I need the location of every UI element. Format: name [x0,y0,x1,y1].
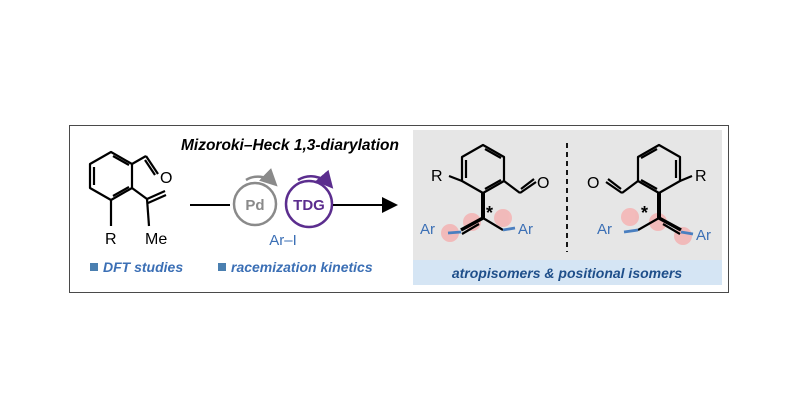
right-product-aryl-left: Ar [597,221,612,238]
bullet-square-icon [218,263,226,271]
right-product-structure [605,143,693,235]
tdg-label: TDG [293,197,325,214]
right-product-aryl-right: Ar [696,227,711,244]
left-product-aryl-left: Ar [420,221,435,238]
right-product-oxygen: O [587,175,599,192]
starting-material [88,150,167,227]
left-product-new-bonds [447,226,516,235]
reaction-title: Mizoroki–Heck 1,3-diarylation [181,137,399,154]
pd-cycle [232,168,278,227]
right-product-r: R [695,168,707,185]
left-product-structure [448,143,537,235]
right-product-new-bonds [623,228,694,236]
substituent-r: R [105,231,117,248]
product-banner [413,260,722,285]
tdg-cycle [284,169,334,229]
product-banner-label: atropisomers & positional isomers [452,265,682,281]
feature-racemization-kinetics: racemization kinetics [231,259,373,275]
right-product-stereo-mark: * [641,203,648,223]
right-product-highlights [621,208,692,245]
left-product-aryl-right: Ar [518,221,533,238]
bullet-square-icon [90,263,98,271]
left-product-stereo-mark: * [486,203,493,223]
aryl-iodide-reagent: Ar–I [269,232,297,249]
methyl-label: Me [145,231,167,248]
aldehyde-oxygen: O [160,170,172,187]
left-product-r: R [431,168,443,185]
pd-label: Pd [245,197,264,214]
left-product-oxygen: O [537,175,549,192]
feature-dft-studies: DFT studies [103,259,183,275]
